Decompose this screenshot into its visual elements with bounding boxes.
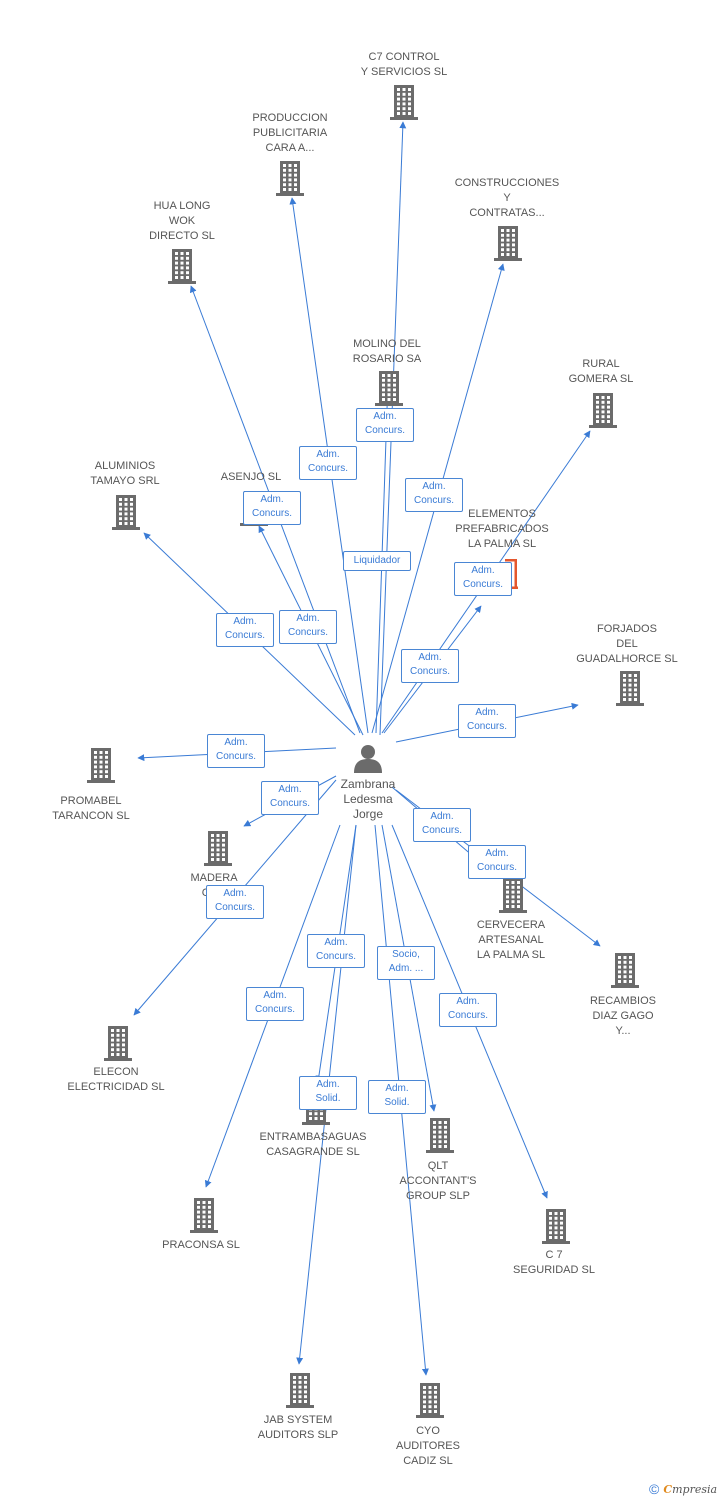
- company-label-c7seguridad[interactable]: C 7 SEGURIDAD SL: [513, 1249, 595, 1276]
- person-icon[interactable]: [352, 742, 384, 774]
- building-icon[interactable]: [491, 225, 525, 261]
- company-label-cervecera[interactable]: CERVECERA ARTESANAL LA PALMA SL: [476, 919, 546, 961]
- building-icon[interactable]: [496, 877, 530, 913]
- relation-label-elecon: Adm. Concurs.: [206, 885, 264, 919]
- relation-label-asenjo: Adm. Concurs.: [279, 610, 337, 644]
- building-icon[interactable]: [586, 392, 620, 428]
- building-icon[interactable]: [165, 248, 199, 284]
- building-icon[interactable]: [491, 555, 525, 591]
- relation-label-c7seguridad: Adm. Concurs.: [439, 993, 497, 1027]
- company-label-asenjo[interactable]: ASENJO SL: [220, 471, 282, 483]
- relation-label-praconsa: Adm. Concurs.: [246, 987, 304, 1021]
- relation-label-forjados: Adm. Concurs.: [458, 704, 516, 738]
- building-icon[interactable]: [187, 1197, 221, 1233]
- footer-credit: © Cmpresia: [649, 1479, 717, 1499]
- company-label-forjados[interactable]: FORJADOS DEL GUADALHORCE SL: [576, 623, 678, 665]
- company-label-produccion[interactable]: PRODUCCION PUBLICITARIA CARA A...: [252, 112, 328, 154]
- copyright-symbol: ©: [649, 1481, 660, 1497]
- company-label-elecon[interactable]: ELECON ELECTRICIDAD SL: [67, 1066, 165, 1093]
- building-icon[interactable]: [613, 670, 647, 706]
- company-label-recambios[interactable]: RECAMBIOS DIAZ GAGO Y...: [589, 995, 656, 1037]
- relation-label-c7control: Adm. Concurs.: [356, 408, 414, 442]
- relation-label-recambios: Adm. Concurs.: [468, 845, 526, 879]
- relation-label-aluminios: Adm. Concurs.: [216, 613, 274, 647]
- building-icon[interactable]: [109, 494, 143, 530]
- relation-label-rural: Adm. Concurs.: [454, 562, 512, 596]
- brand-logo[interactable]: Cmpresia: [663, 1482, 718, 1496]
- company-label-elementos[interactable]: ELEMENTOS PREFABRICADOS LA PALMA SL: [455, 508, 549, 550]
- relation-label-elementos: Adm. Concurs.: [401, 649, 459, 683]
- company-label-cyo[interactable]: CYO AUDITORES CADIZ SL: [396, 1425, 460, 1467]
- company-label-jab[interactable]: JAB SYSTEM AUDITORS SLP: [257, 1414, 339, 1441]
- building-icon[interactable]: [423, 1117, 457, 1153]
- company-label-construcciones[interactable]: CONSTRUCCIONES Y CONTRATAS...: [454, 177, 560, 219]
- building-icon[interactable]: [413, 1382, 447, 1418]
- relation-label-qlt: Socio, Adm. ...: [377, 946, 435, 980]
- building-icon[interactable]: [539, 1208, 573, 1244]
- company-label-molino[interactable]: MOLINO DEL ROSARIO SA: [352, 338, 422, 365]
- relation-label-cyo: Adm. Solid.: [368, 1080, 426, 1114]
- building-icon[interactable]: [608, 952, 642, 988]
- relation-label-hualong: Adm. Concurs.: [243, 491, 301, 525]
- company-label-praconsa[interactable]: PRACONSA SL: [162, 1239, 240, 1251]
- relation-label-entrambasaguas: Adm. Solid.: [299, 1076, 357, 1110]
- building-icon[interactable]: [273, 160, 307, 196]
- relation-label-molino: Liquidador: [343, 551, 411, 571]
- company-label-qlt[interactable]: QLT ACCONTANT'S GROUP SLP: [399, 1160, 477, 1202]
- building-icon[interactable]: [387, 84, 421, 120]
- building-icon[interactable]: [283, 1372, 317, 1408]
- relation-label-madera: Adm. Concurs.: [261, 781, 319, 815]
- company-label-aluminios[interactable]: ALUMINIOS TAMAYO SRL: [90, 460, 160, 487]
- person-name[interactable]: Zambrana Ledesma Jorge: [340, 777, 396, 821]
- relation-label-jab: Adm. Concurs.: [307, 934, 365, 968]
- building-icon[interactable]: [201, 830, 235, 866]
- relation-label-cervecera: Adm. Concurs.: [413, 808, 471, 842]
- company-label-entrambasaguas[interactable]: ENTRAMBASAGUAS CASAGRANDE SL: [259, 1131, 367, 1158]
- relation-label-produccion: Adm. Concurs.: [299, 446, 357, 480]
- company-label-c7control[interactable]: C7 CONTROL Y SERVICIOS SL: [360, 51, 448, 78]
- relation-label-promabel: Adm. Concurs.: [207, 734, 265, 768]
- building-icon[interactable]: [372, 370, 406, 406]
- building-icon[interactable]: [101, 1025, 135, 1061]
- company-label-rural[interactable]: RURAL GOMERA SL: [568, 358, 634, 385]
- company-label-hualong[interactable]: HUA LONG WOK DIRECTO SL: [149, 200, 215, 242]
- company-label-promabel[interactable]: PROMABEL TARANCON SL: [52, 795, 130, 822]
- building-icon[interactable]: [84, 747, 118, 783]
- relation-label-construcciones: Adm. Concurs.: [405, 478, 463, 512]
